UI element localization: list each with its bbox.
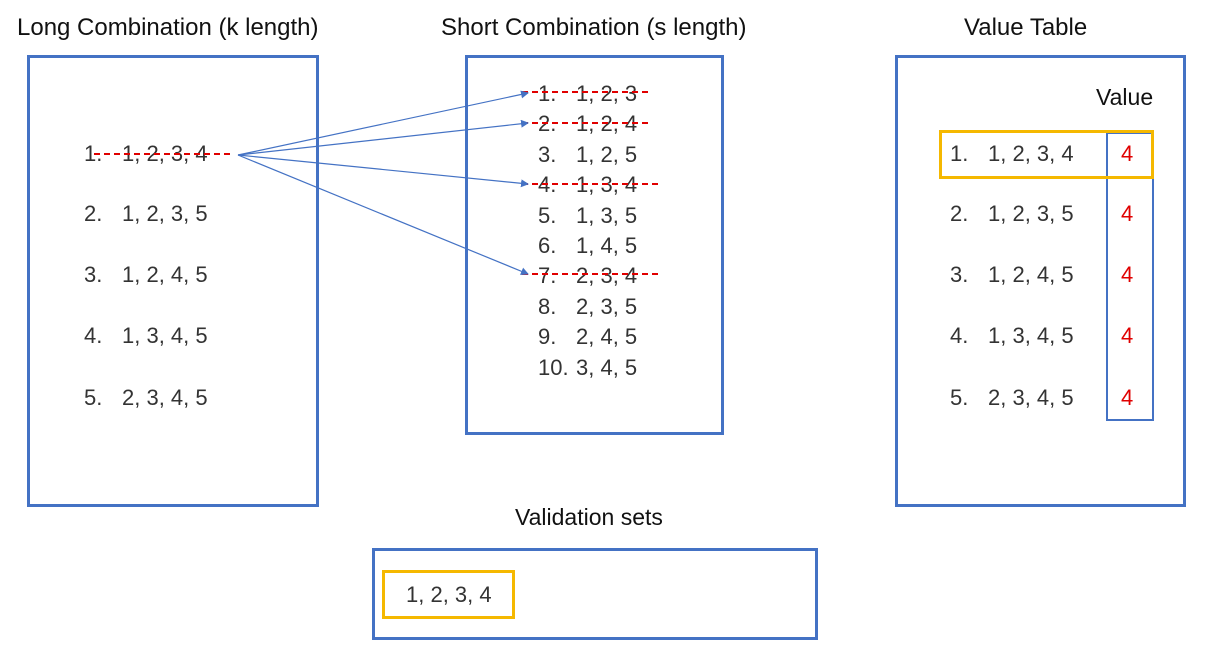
arrow-to-short-item-1 <box>237 90 529 156</box>
value-row-3-set: 1, 2, 4, 5 <box>988 262 1074 287</box>
long-item-2: 2. 1, 2, 3, 5 <box>84 201 208 227</box>
value-row-1-value: 4 <box>1121 141 1134 166</box>
value-row-4-value: 4 <box>1121 323 1134 348</box>
arrow-to-short-item-2 <box>237 119 529 156</box>
value-row-4: 4. 1, 3, 4, 5 <box>950 323 1074 349</box>
short-item-7-num: 7. <box>538 263 557 288</box>
long-item-2-num: 2. <box>84 201 103 226</box>
short-item-9-set: 2, 4, 5 <box>576 324 638 349</box>
value-row-5-value: 4 <box>1121 385 1134 410</box>
short-item-7-set: 2, 3, 4 <box>576 263 638 288</box>
short-item-5-num: 5. <box>538 203 557 228</box>
value-column-outline <box>1106 132 1154 421</box>
value-row-5-set: 2, 3, 4, 5 <box>988 385 1074 410</box>
value-row-2-num: 2. <box>950 201 969 226</box>
short-item-8: 8. 2, 3, 5 <box>538 294 637 320</box>
value-row-5: 5. 2, 3, 4, 5 <box>950 385 1074 411</box>
value-row-1-set: 1, 2, 3, 4 <box>988 141 1074 166</box>
arrow-to-short-item-4 <box>237 154 529 188</box>
long-combination-title: Long Combination (k length) <box>17 14 319 41</box>
value-row-3-value: 4 <box>1121 262 1134 287</box>
arrow-to-short-item-7 <box>237 154 529 276</box>
value-row-1: 1. 1, 2, 3, 4 <box>950 141 1074 167</box>
short-item-3-set: 1, 2, 5 <box>576 142 638 167</box>
long-item-5-num: 5. <box>84 385 103 410</box>
value-row-5-num: 5. <box>950 385 969 410</box>
value-row-4-num: 4. <box>950 323 969 348</box>
long-combination-box <box>27 55 319 507</box>
short-item-3-num: 3. <box>538 142 557 167</box>
short-item-1-set: 1, 2, 3 <box>576 81 638 106</box>
short-item-8-set: 2, 3, 5 <box>576 294 638 319</box>
long-item-5: 5. 2, 3, 4, 5 <box>84 385 208 411</box>
long-item-1-num: 1. <box>84 141 103 166</box>
value-row-2-value: 4 <box>1121 201 1134 226</box>
long-item-5-set: 2, 3, 4, 5 <box>122 385 208 410</box>
long-item-3-num: 3. <box>84 262 103 287</box>
short-item-6-set: 1, 4, 5 <box>576 233 638 258</box>
long-item-3: 3. 1, 2, 4, 5 <box>84 262 208 288</box>
short-item-5-set: 1, 3, 5 <box>576 203 638 228</box>
long-item-2-set: 1, 2, 3, 5 <box>122 201 208 226</box>
short-item-6-num: 6. <box>538 233 557 258</box>
long-item-4: 4. 1, 3, 4, 5 <box>84 323 208 349</box>
short-item-3: 3. 1, 2, 5 <box>538 142 637 168</box>
value-row-3: 3. 1, 2, 4, 5 <box>950 262 1074 288</box>
short-item-8-num: 8. <box>538 294 557 319</box>
value-row-2: 2. 1, 2, 3, 5 <box>950 201 1074 227</box>
short-item-1-num: 1. <box>538 81 557 106</box>
short-item-10-num: 10. <box>538 355 569 380</box>
short-item-5: 5. 1, 3, 5 <box>538 203 637 229</box>
validation-set-value: 1, 2, 3, 4 <box>406 582 492 607</box>
long-item-3-set: 1, 2, 4, 5 <box>122 262 208 287</box>
short-item-1: 1. 1, 2, 3 <box>538 81 637 107</box>
value-row-1-highlight <box>939 130 1154 179</box>
long-item-4-num: 4. <box>84 323 103 348</box>
value-row-4-set: 1, 3, 4, 5 <box>988 323 1074 348</box>
short-item-9-num: 9. <box>538 324 557 349</box>
long-item-4-set: 1, 3, 4, 5 <box>122 323 208 348</box>
short-combination-box <box>465 55 724 435</box>
value-table-title: Value Table <box>964 14 1088 41</box>
short-combination-title: Short Combination (s length) <box>441 14 747 41</box>
short-item-9: 9. 2, 4, 5 <box>538 324 637 350</box>
short-item-10: 10. 3, 4, 5 <box>538 355 637 381</box>
value-row-2-set: 1, 2, 3, 5 <box>988 201 1074 226</box>
short-item-7: 7. 2, 3, 4 <box>538 263 637 289</box>
short-item-6: 6. 1, 4, 5 <box>538 233 637 259</box>
value-table-box <box>895 55 1186 507</box>
validation-set-highlight <box>382 570 515 619</box>
short-item-10-set: 3, 4, 5 <box>576 355 638 380</box>
value-row-1-num: 1. <box>950 141 969 166</box>
value-column-header: Value <box>1096 84 1154 110</box>
validation-sets-box <box>372 548 818 640</box>
value-row-3-num: 3. <box>950 262 969 287</box>
validation-sets-title: Validation sets <box>515 504 663 530</box>
